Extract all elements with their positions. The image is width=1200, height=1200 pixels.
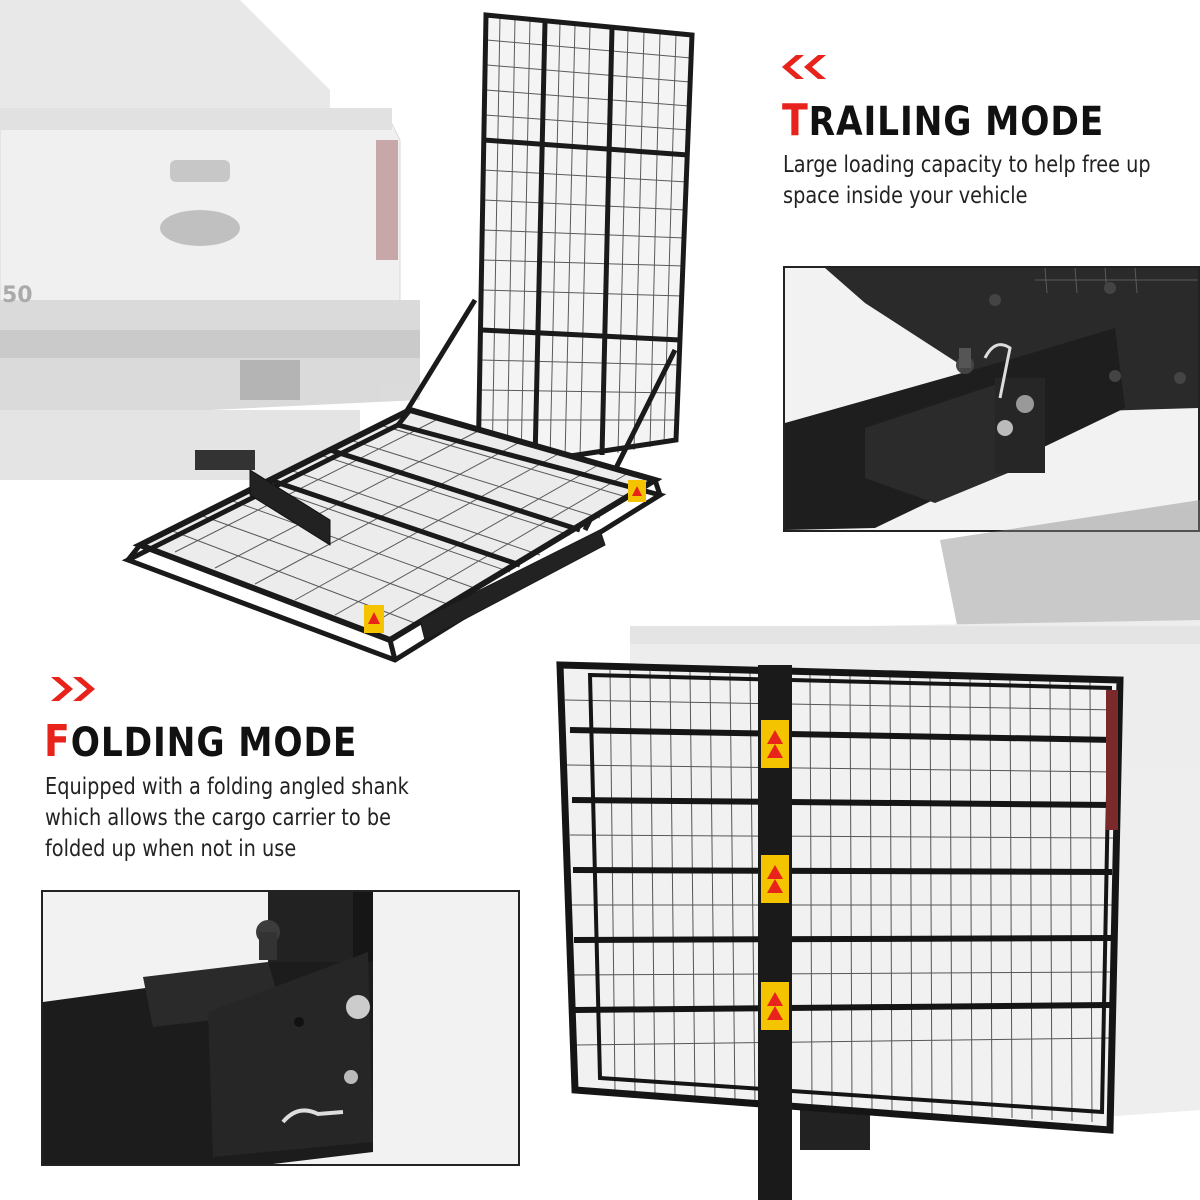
reflector bbox=[364, 480, 646, 633]
folding-detail-photo bbox=[41, 890, 520, 1166]
trailing-desc-line: Large loading capacity to help free up bbox=[783, 152, 1151, 178]
folded-carrier-image bbox=[520, 500, 1200, 1200]
reflector bbox=[761, 720, 789, 1030]
truck-with-carrier-image: 50 bbox=[0, 0, 720, 680]
pickup-truck-illustration: 50 bbox=[0, 0, 420, 480]
folding-mode-description: Equipped with a folding angled shank whi… bbox=[45, 772, 431, 865]
folding-mode-title: FOLDING MODE bbox=[44, 716, 357, 767]
cargo-basket bbox=[121, 406, 667, 663]
svg-text:50: 50 bbox=[2, 283, 33, 308]
trailing-mode-title: TRAILING MODE bbox=[782, 95, 1104, 146]
double-chevron-left-icon bbox=[782, 55, 826, 79]
trailing-title-first-letter: T bbox=[782, 95, 809, 146]
trailing-title-rest: RAILING MODE bbox=[808, 99, 1105, 145]
folding-title-rest: OLDING MODE bbox=[70, 720, 358, 766]
folding-desc-line: which allows the cargo carrier to be bbox=[45, 805, 392, 831]
trailing-mode-description: Large loading capacity to help free up s… bbox=[783, 150, 1186, 212]
ramp-panel bbox=[392, 12, 695, 532]
folding-desc-line: folded up when not in use bbox=[45, 836, 297, 862]
double-chevron-right-icon bbox=[51, 677, 95, 701]
folding-desc-line: Equipped with a folding angled shank bbox=[45, 774, 409, 800]
folding-title-first-letter: F bbox=[44, 716, 71, 767]
trailing-detail-photo bbox=[783, 266, 1200, 532]
folded-basket-panel bbox=[556, 661, 1124, 1134]
trailing-desc-line: space inside your vehicle bbox=[783, 183, 1028, 209]
